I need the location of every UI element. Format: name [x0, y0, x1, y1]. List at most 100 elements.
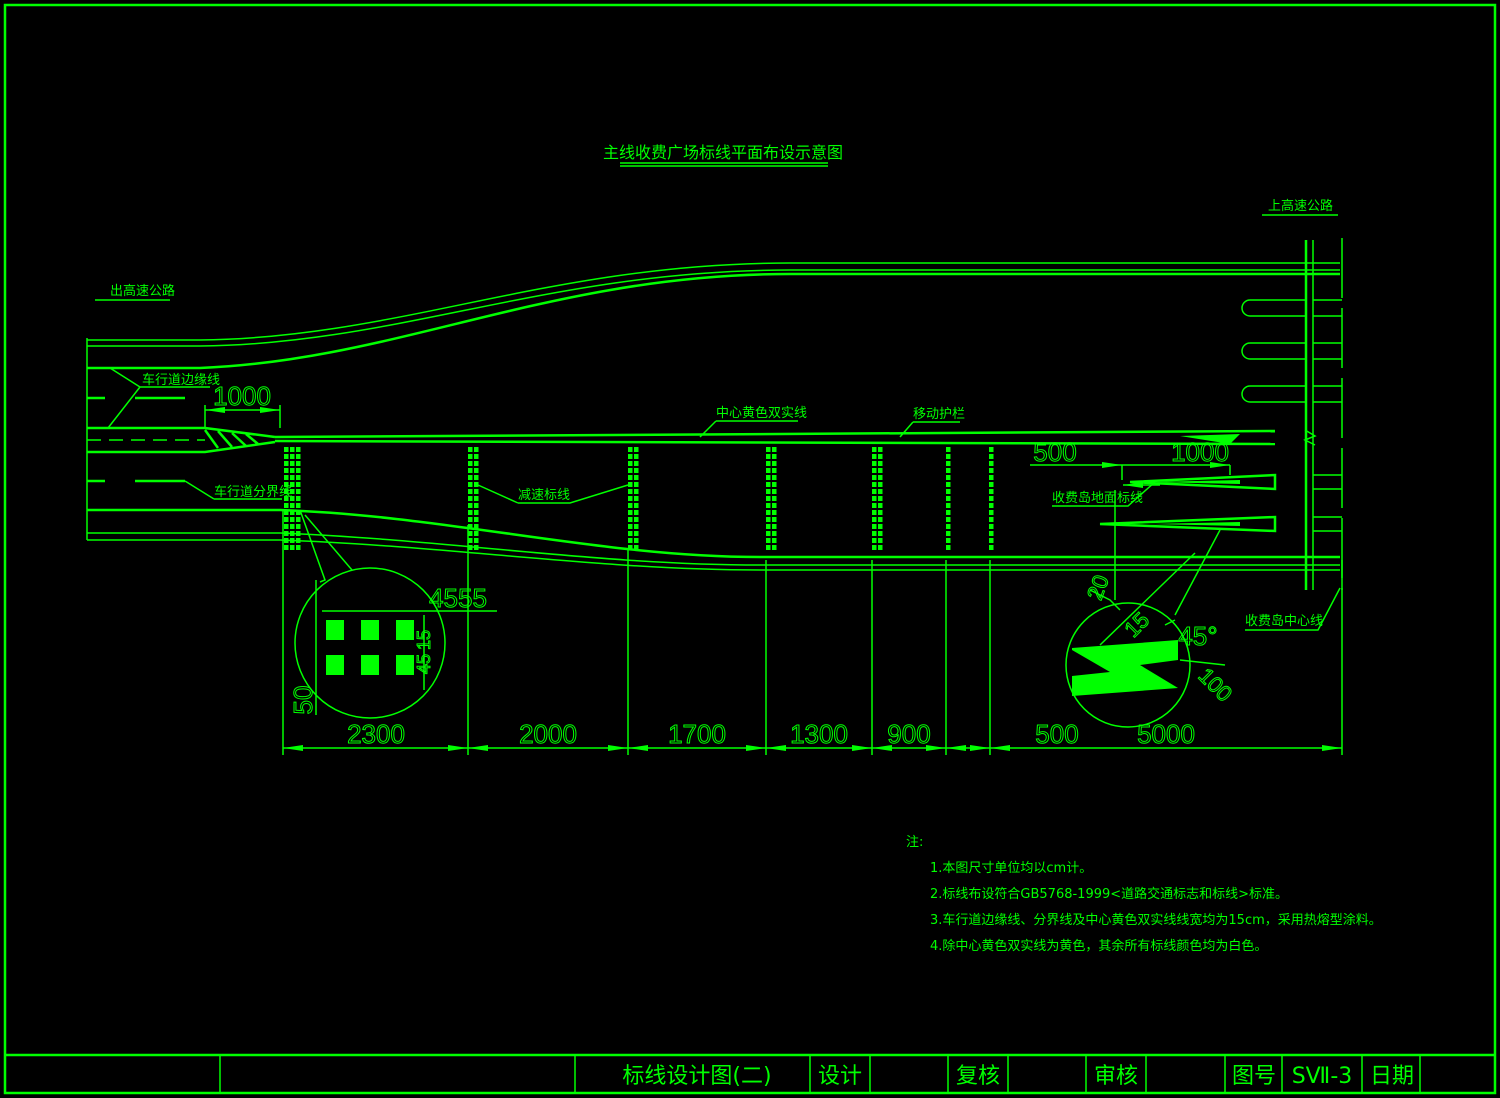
dim-taper: 1000: [213, 381, 271, 411]
dimension-arrow: [1210, 462, 1230, 468]
deceleration-dot: [872, 489, 877, 494]
detail-b: 20 15 45° 100: [1065, 529, 1238, 728]
deceleration-dot: [634, 531, 639, 536]
deceleration-dot: [634, 454, 639, 459]
deceleration-dot: [296, 510, 301, 515]
deceleration-dot: [772, 531, 777, 536]
deceleration-dot: [946, 475, 951, 480]
label-movable-barrier: 移动护栏: [913, 407, 965, 422]
deceleration-dot: [290, 531, 295, 536]
deceleration-dot: [296, 524, 301, 529]
deceleration-dot: [872, 524, 877, 529]
deceleration-dot: [766, 496, 771, 501]
deceleration-dot: [634, 517, 639, 522]
deceleration-dot: [989, 482, 994, 487]
deceleration-dot: [296, 461, 301, 466]
deceleration-dot: [290, 482, 295, 487]
note-item: 3.车行道边缘线、分界线及中心黄色双实线线宽均为15cm，采用热熔型涂料。: [930, 912, 1382, 928]
deceleration-dot: [628, 538, 633, 543]
deceleration-dot: [628, 524, 633, 529]
deceleration-dot: [474, 461, 479, 466]
deceleration-dot: [284, 461, 289, 466]
deceleration-dot: [946, 454, 951, 459]
deceleration-dot: [474, 503, 479, 508]
deceleration-dot: [290, 447, 295, 452]
detail-a-block: 45: [414, 654, 434, 674]
deceleration-dot: [878, 482, 883, 487]
deceleration-dot: [290, 510, 295, 515]
deceleration-dot: [634, 510, 639, 515]
deceleration-dot: [766, 545, 771, 550]
deceleration-dot: [872, 510, 877, 515]
deceleration-dot: [872, 503, 877, 508]
dimension-lines: [204, 405, 1343, 755]
deceleration-dot: [628, 503, 633, 508]
deceleration-dot: [878, 503, 883, 508]
deceleration-dot: [878, 524, 883, 529]
notes: 注: 1.本图尺寸单位均以cm计。 2.标线布设符合GB5768-1999<道路…: [906, 835, 1382, 954]
design-label: 设计: [818, 1064, 862, 1089]
deceleration-dot: [296, 517, 301, 522]
deceleration-dot: [296, 503, 301, 508]
deceleration-dot: [628, 545, 633, 550]
deceleration-dot: [772, 454, 777, 459]
deceleration-dot: [290, 468, 295, 473]
deceleration-dot: [772, 524, 777, 529]
deceleration-dot: [634, 475, 639, 480]
deceleration-dot: [290, 503, 295, 508]
deceleration-dot: [989, 496, 994, 501]
deceleration-dot: [878, 517, 883, 522]
deceleration-dot: [878, 496, 883, 501]
dimension-arrow: [946, 745, 966, 751]
deceleration-dot: [878, 468, 883, 473]
deceleration-dot: [284, 524, 289, 529]
detail-a-height: 50: [288, 686, 318, 715]
toll-islands: [1099, 238, 1343, 590]
deceleration-dot: [989, 524, 994, 529]
dim-seg1: 2300: [347, 719, 405, 749]
deceleration-dot: [474, 447, 479, 452]
deceleration-dot: [468, 524, 473, 529]
deceleration-dot: [468, 503, 473, 508]
deceleration-dot: [634, 461, 639, 466]
deceleration-dot: [296, 538, 301, 543]
detail-a: 4555 50 15 45: [288, 509, 497, 719]
deceleration-dot: [474, 524, 479, 529]
label-toll-island-marking: 收费岛地面标线: [1052, 490, 1143, 506]
deceleration-dot: [284, 496, 289, 501]
deceleration-dot: [946, 447, 951, 452]
drawing-name: 标线设计图(二): [622, 1064, 771, 1089]
deceleration-markings: [284, 447, 994, 550]
deceleration-dot: [946, 545, 951, 550]
deceleration-dot: [634, 468, 639, 473]
deceleration-dot: [946, 510, 951, 515]
deceleration-dot: [290, 461, 295, 466]
deceleration-dot: [989, 461, 994, 466]
label-lane-line: 车行道分界线: [214, 484, 292, 500]
deceleration-dot: [946, 517, 951, 522]
deceleration-dot: [766, 489, 771, 494]
deceleration-dot: [872, 517, 877, 522]
deceleration-dot: [284, 538, 289, 543]
deceleration-dot: [296, 482, 301, 487]
deceleration-dot: [290, 517, 295, 522]
deceleration-dot: [878, 461, 883, 466]
dimension-arrow: [448, 745, 468, 751]
deceleration-dot: [296, 531, 301, 536]
deceleration-dot: [290, 454, 295, 459]
dim-seg3: 1700: [668, 719, 726, 749]
deceleration-dot: [296, 447, 301, 452]
deceleration-dot: [766, 475, 771, 480]
detail-b-offset: 15: [1119, 607, 1154, 642]
review-label: 复核: [956, 1064, 1000, 1089]
deceleration-dot: [296, 496, 301, 501]
deceleration-dot: [766, 517, 771, 522]
deceleration-dot: [989, 475, 994, 480]
deceleration-dot: [872, 545, 877, 550]
dim-island-offset: 500: [1033, 437, 1076, 467]
dim-seg6: 500: [1035, 719, 1078, 749]
drawing-no: SⅦ-3: [1292, 1064, 1353, 1089]
deceleration-dot: [946, 503, 951, 508]
label-enter-highway: 上高速公路: [1268, 198, 1333, 214]
